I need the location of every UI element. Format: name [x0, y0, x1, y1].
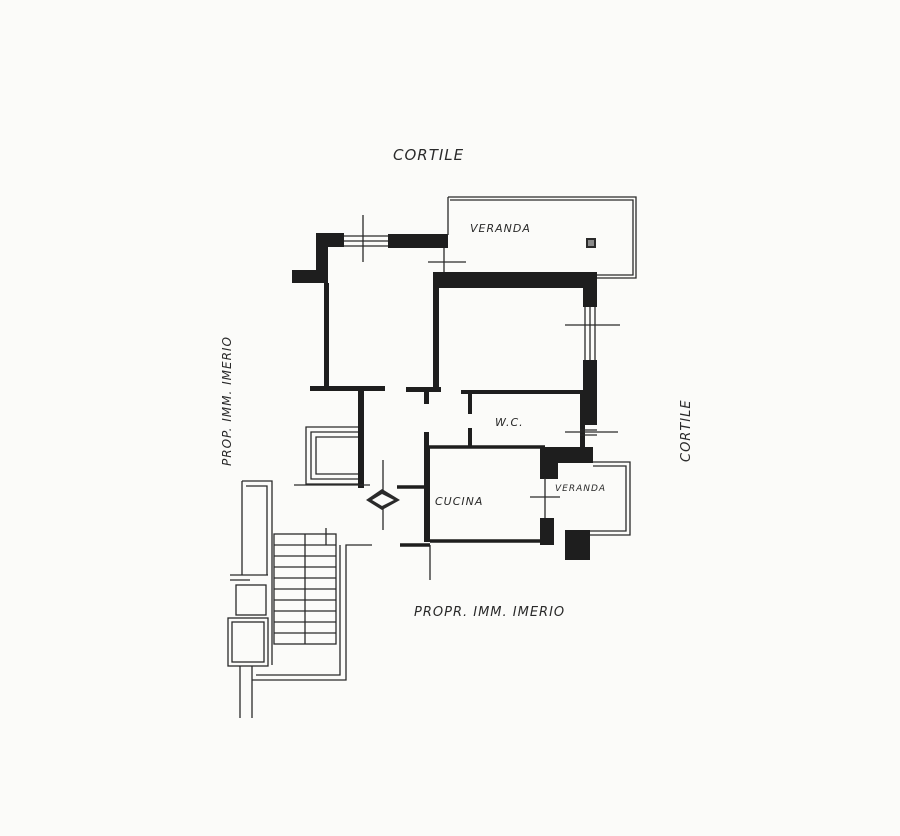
- room-cucina: [400, 447, 545, 580]
- door-veranda-top: [428, 248, 466, 272]
- veranda-small: [530, 447, 631, 560]
- label-cucina: CUCINA: [435, 495, 483, 508]
- label-veranda-small: VERANDA: [555, 484, 606, 494]
- room-main-walls: [406, 272, 597, 425]
- label-cortile-right: CORTILE: [679, 399, 694, 462]
- room-wc: [468, 390, 618, 448]
- veranda-top: [447, 196, 637, 279]
- label-veranda-top: VERANDA: [470, 222, 531, 235]
- label-prop-left: PROP. IMM. IMERIO: [220, 336, 234, 466]
- window-right: [565, 307, 620, 360]
- label-wc: W.C.: [495, 416, 524, 429]
- label-propr-bottom: PROPR. IMM. IMERIO: [414, 605, 565, 620]
- stairwell: [227, 480, 372, 718]
- label-cortile-top: CORTILE: [393, 146, 464, 164]
- window-top: [344, 215, 388, 262]
- closet: [294, 426, 370, 486]
- room-top-left-walls: [292, 233, 448, 391]
- hall: [358, 390, 545, 530]
